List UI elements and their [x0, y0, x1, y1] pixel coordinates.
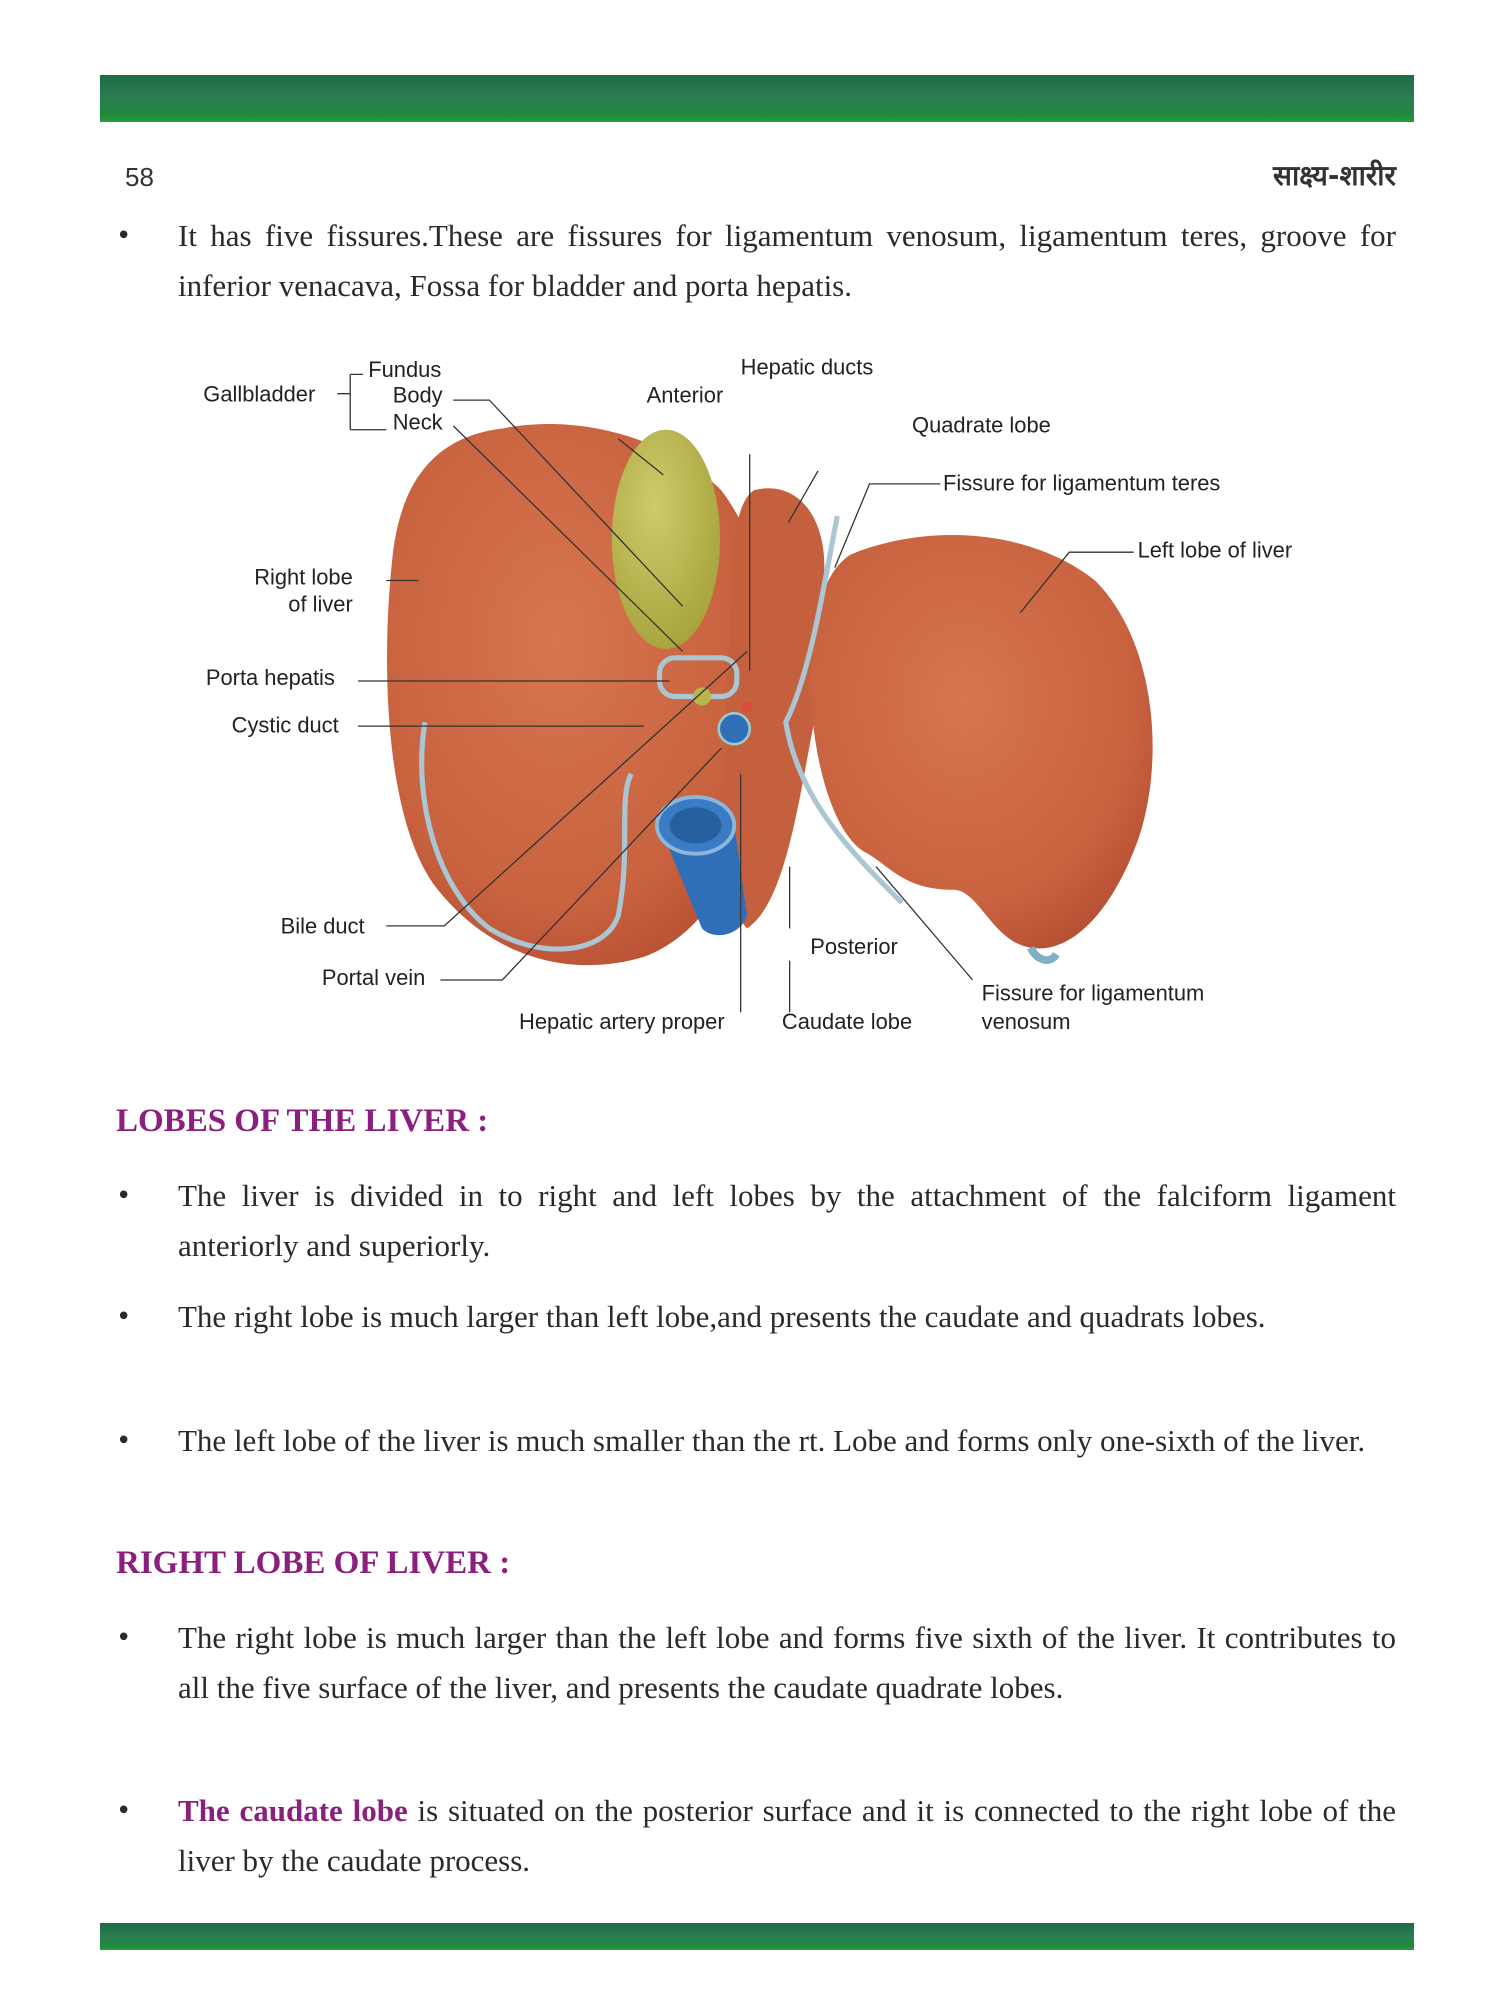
label-right-lobe: Right lobe — [254, 564, 353, 589]
label-right-lobe-line2: of liver — [288, 591, 352, 616]
label-body: Body — [393, 383, 443, 408]
leader-lines — [337, 373, 1134, 1013]
label-gallbladder: Gallbladder — [203, 381, 315, 406]
left-lobe-shape — [810, 535, 1153, 949]
label-anterior: Anterior — [647, 383, 724, 408]
bullet-icon: • — [116, 1623, 132, 1653]
label-cystic-duct: Cystic duct — [232, 713, 339, 738]
caudate-lobe-text: is situated on the posterior surface and… — [178, 1793, 1396, 1878]
label-fissure-teres: Fissure for ligamentum teres — [943, 470, 1220, 495]
footer-decorative-bar — [100, 1923, 1414, 1950]
label-fissure-venosum: Fissure for ligamentum — [982, 981, 1205, 1006]
bullet-icon: • — [116, 1426, 132, 1456]
bullet-icon: • — [116, 1302, 132, 1332]
lobes-bullet-3: The left lobe of the liver is much small… — [178, 1423, 1366, 1458]
inferior-vena-cava-shape — [654, 795, 748, 936]
lobes-bullet-2: The right lobe is much larger than left … — [178, 1299, 1266, 1334]
gallbladder-shape — [611, 429, 721, 649]
label-porta-hepatis: Porta hepatis — [206, 665, 335, 690]
fissure-line — [783, 515, 904, 905]
liver-diagram: Gallbladder Fundus Body Neck Anterior He… — [203, 354, 1293, 1034]
intro-bullet-text: It has five fissures.These are fissures … — [178, 218, 1396, 303]
caudate-lobe-emphasis: The caudate lobe — [178, 1793, 408, 1828]
label-left-lobe: Left lobe of liver — [1138, 537, 1293, 562]
header-decorative-bar — [100, 75, 1414, 122]
label-fundus: Fundus — [368, 357, 441, 382]
label-quadrate-lobe: Quadrate lobe — [912, 412, 1051, 437]
section-heading-right-lobe: RIGHT LOBE OF LIVER : — [116, 1545, 511, 1581]
label-hepatic-ducts: Hepatic ducts — [741, 354, 874, 379]
bullet-icon: • — [116, 1181, 132, 1211]
running-title: साक्ष्य-शारीर — [1273, 159, 1396, 192]
label-bile-duct: Bile duct — [281, 914, 365, 939]
bullet-icon: • — [116, 1796, 132, 1826]
section-heading-lobes: LOBES OF THE LIVER : — [116, 1103, 489, 1139]
label-fissure-venosum-line2: venosum — [982, 1009, 1071, 1034]
page-number: 58 — [125, 162, 154, 192]
lobes-bullet-1: The liver is divided in to right and lef… — [178, 1178, 1396, 1263]
label-posterior: Posterior — [810, 934, 898, 959]
right-lobe-bullet-2: The caudate lobe is situated on the post… — [178, 1786, 1396, 1886]
label-neck: Neck — [393, 410, 443, 435]
label-caudate-lobe: Caudate lobe — [782, 1009, 912, 1034]
label-hepatic-artery: Hepatic artery proper — [519, 1009, 725, 1034]
right-lobe-bullet-1: The right lobe is much larger than the l… — [178, 1620, 1396, 1705]
label-portal-vein: Portal vein — [322, 965, 425, 990]
bullet-icon: • — [116, 221, 132, 251]
